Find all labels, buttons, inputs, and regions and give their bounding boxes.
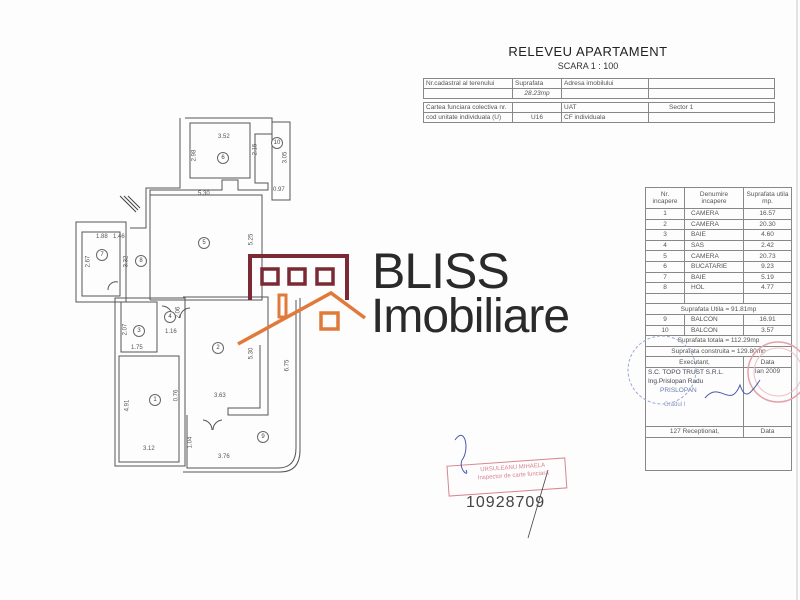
cell: 20.73	[743, 250, 792, 262]
dimension-label: 3.76	[218, 454, 230, 460]
dimension-label: 5.30	[198, 191, 210, 197]
red-rect-stamp	[446, 457, 568, 497]
room-number-label: 8	[135, 255, 147, 267]
cell: 16.91	[743, 313, 792, 326]
dimension-label: 5.25	[248, 233, 255, 246]
cell: 5.19	[743, 271, 792, 284]
col-header: Denumire incapere	[684, 187, 744, 209]
dimension-label: 1.75	[131, 345, 143, 351]
dimension-label: 2.15	[252, 143, 259, 156]
logo-text-bliss: BLISS	[372, 243, 510, 299]
room-number-label: 6	[217, 152, 229, 164]
room-number-label: 2	[212, 342, 224, 354]
signature	[704, 379, 761, 399]
col-header: Suprafata utila mp.	[743, 187, 792, 209]
room-number-label: 1	[149, 394, 161, 406]
room-number-label: 7	[96, 249, 108, 261]
dimension-label: 5.30	[248, 347, 255, 360]
executant-cell: S.C. TOPO TRUST S.R.L. Ing.Prislopan Rad…	[645, 366, 744, 427]
room-number-label: 5	[198, 237, 210, 249]
dimension-label: 1.46	[113, 234, 125, 240]
blue-round-stamp	[627, 335, 697, 405]
dimension-label: 3.05	[282, 151, 289, 164]
useful-area-total: Suprafata Utila = 91.81mp	[645, 303, 792, 315]
cell: 9.23	[743, 260, 792, 273]
logo-text-imobiliare: Imobiliare	[371, 290, 570, 343]
dimension-label: 1.88	[96, 234, 108, 240]
stamp-grade: Gradul I	[664, 401, 686, 408]
cell	[648, 88, 775, 99]
bliss-logo	[237, 254, 367, 346]
engineer-name: Ing.Prislopan Radu	[648, 377, 704, 385]
dimension-label: 3.63	[214, 393, 226, 399]
cell	[743, 292, 792, 305]
dimension-label: 1.16	[165, 329, 177, 335]
balcony-9-outline	[186, 300, 297, 469]
dimension-label: 0.76	[173, 389, 180, 402]
scale-label: SCARA 1 : 100	[557, 61, 619, 71]
dimension-label: 4.91	[124, 399, 131, 412]
room-number-label: 10	[271, 137, 283, 149]
room-number-label: 3	[133, 325, 145, 337]
date-label-2: Data	[743, 425, 792, 438]
balcony-10-outline	[271, 121, 291, 201]
stamp-name: PRISLOPAN	[660, 386, 697, 394]
stamp-number: 127	[669, 428, 681, 436]
room-number-label: 9	[257, 431, 269, 443]
cell: 4.77	[743, 282, 792, 294]
dimension-label: 3.52	[218, 134, 230, 140]
cell: 3.57	[743, 324, 792, 337]
red-round-stamp	[747, 341, 800, 403]
dimension-label: 2.67	[85, 255, 92, 268]
receptionat-label: Receptionat,	[682, 428, 720, 436]
registration-number: 10928709	[466, 494, 546, 511]
dimension-label: 2.06	[175, 306, 182, 319]
dimension-label: 3.12	[143, 446, 155, 452]
dimension-label: 6.75	[284, 359, 291, 372]
dimension-label: 1.04	[187, 436, 194, 449]
dimension-label: 2.07	[122, 323, 129, 336]
dimension-label: 3.32	[123, 255, 130, 268]
dimension-label: 2.98	[191, 149, 198, 162]
total-area: Suprafata totala = 112.29mp	[645, 335, 792, 347]
company-name: S.C. TOPO TRUST S.R.L.	[648, 368, 724, 376]
cell	[648, 112, 775, 123]
wall	[189, 122, 251, 179]
document-title: RELEVEU APARTAMENT	[508, 44, 668, 59]
dimension-label: 0.97	[273, 187, 285, 193]
signature	[454, 434, 468, 474]
room-number-label: 4	[164, 311, 176, 323]
date-value: Ian 2009	[743, 366, 792, 427]
cell	[645, 437, 792, 471]
